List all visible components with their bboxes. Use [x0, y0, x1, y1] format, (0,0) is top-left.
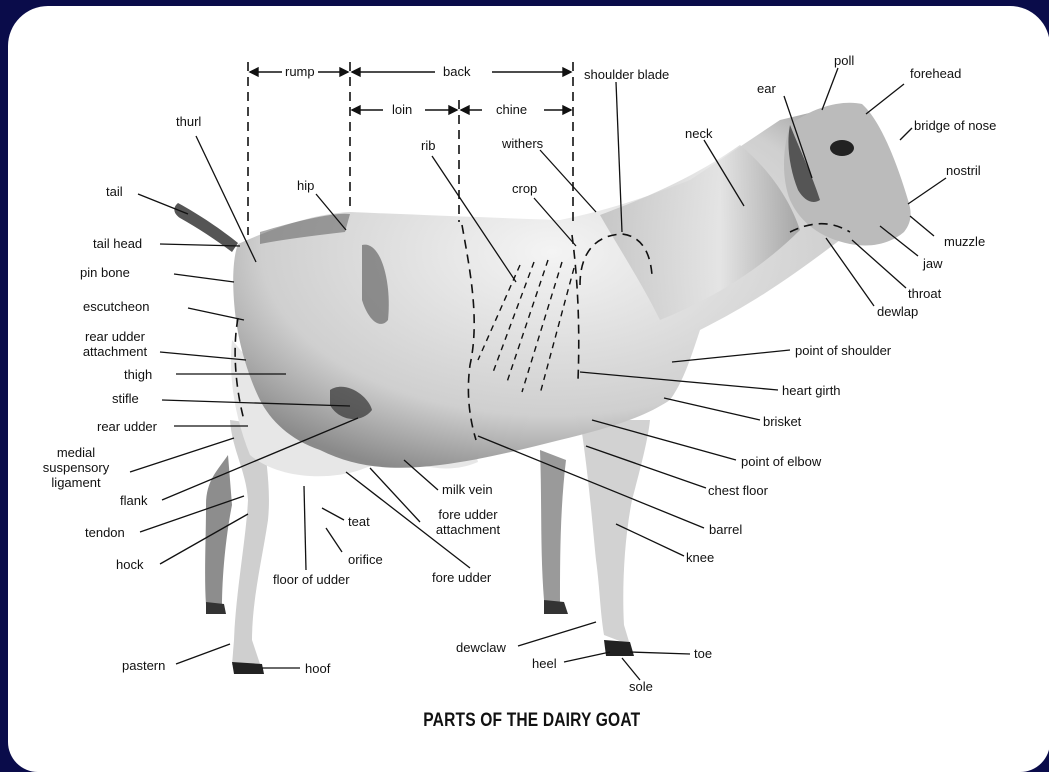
label-pin-bone: pin bone	[80, 265, 130, 280]
label-tail: tail	[106, 184, 123, 199]
leader-sole	[622, 658, 640, 680]
goat-hoof-far-hind	[206, 602, 226, 614]
leader-orifice	[326, 528, 342, 552]
leader-pastern	[176, 644, 230, 664]
goat-hoof-far-fore	[544, 600, 568, 614]
label-thigh: thigh	[124, 367, 152, 382]
region-label-back: back	[443, 64, 470, 79]
leader-withers	[540, 150, 596, 212]
leader-brisket	[664, 398, 760, 420]
leader-bridge-of-nose	[900, 128, 912, 140]
label-toe: toe	[694, 646, 712, 661]
label-knee: knee	[686, 550, 714, 565]
leader-teat	[322, 508, 344, 520]
goat-fore-near-leg	[580, 420, 650, 645]
label-tail-head: tail head	[93, 236, 142, 251]
leader-pin-bone	[174, 274, 234, 282]
label-dewlap: dewlap	[877, 304, 918, 319]
label-throat: throat	[908, 286, 941, 301]
label-rear-udder: rear udder	[97, 419, 157, 434]
label-ear: ear	[757, 81, 776, 96]
leader-dewclaw	[518, 622, 596, 646]
label-point-of-elbow: point of elbow	[741, 454, 821, 469]
label-forehead: forehead	[910, 66, 961, 81]
label-bridge-of-nose: bridge of nose	[914, 118, 996, 133]
leader-heel	[564, 652, 610, 662]
label-orifice: orifice	[348, 552, 383, 567]
label-milk-vein: milk vein	[442, 482, 493, 497]
label-tendon: tendon	[85, 525, 125, 540]
label-hoof: hoof	[305, 661, 330, 676]
label-floor-of-udder: floor of udder	[273, 572, 350, 587]
leader-toe	[630, 652, 690, 654]
label-crop: crop	[512, 181, 537, 196]
leader-poll	[822, 68, 838, 110]
label-brisket: brisket	[763, 414, 801, 429]
label-pastern: pastern	[122, 658, 165, 673]
label-neck: neck	[685, 126, 712, 141]
label-chest-floor: chest floor	[708, 483, 768, 498]
region-label-loin: loin	[392, 102, 412, 117]
label-poll: poll	[834, 53, 854, 68]
label-muzzle: muzzle	[944, 234, 985, 249]
goat-hind-far-leg	[205, 455, 232, 608]
label-nostril: nostril	[946, 163, 981, 178]
leader-dewlap	[826, 238, 874, 306]
label-heart-girth: heart girth	[782, 383, 841, 398]
label-fore-udder-attachment: fore udder attachment	[428, 507, 508, 537]
leader-fore-udder-attachment	[370, 468, 420, 522]
diagram-title: PARTS OF THE DAIRY GOAT	[102, 710, 962, 732]
label-thurl: thurl	[176, 114, 201, 129]
leader-throat	[852, 240, 906, 288]
leader-floor-of-udder	[304, 486, 306, 570]
label-barrel: barrel	[709, 522, 742, 537]
label-flank: flank	[120, 493, 147, 508]
label-shoulder-blade: shoulder blade	[584, 67, 669, 82]
label-teat: teat	[348, 514, 370, 529]
label-withers: withers	[502, 136, 543, 151]
leader-hock	[160, 514, 248, 564]
label-heel: heel	[532, 656, 557, 671]
leader-nostril	[908, 178, 946, 204]
leader-forehead	[866, 84, 904, 114]
goat-hoof-fore	[604, 640, 634, 656]
goat-eye	[830, 140, 854, 156]
leader-medial	[130, 438, 234, 472]
leader-tail	[138, 194, 188, 214]
label-hip: hip	[297, 178, 314, 193]
label-point-of-shoulder: point of shoulder	[795, 343, 891, 358]
leader-muzzle	[910, 216, 934, 236]
label-hock: hock	[116, 557, 143, 572]
goat-fore-far-leg	[540, 450, 566, 604]
label-rib: rib	[421, 138, 435, 153]
region-label-rump: rump	[285, 64, 315, 79]
leader-knee	[616, 524, 684, 556]
label-escutcheon: escutcheon	[83, 299, 150, 314]
label-stifle: stifle	[112, 391, 139, 406]
label-fore-udder: fore udder	[432, 570, 491, 585]
label-sole: sole	[629, 679, 653, 694]
label-medial-suspensory-ligament: medial suspensory ligament	[38, 445, 114, 490]
label-jaw: jaw	[923, 256, 943, 271]
label-rear-udder-attachment: rear udder attachment	[75, 329, 155, 359]
label-dewclaw: dewclaw	[456, 640, 506, 655]
region-label-chine: chine	[496, 102, 527, 117]
